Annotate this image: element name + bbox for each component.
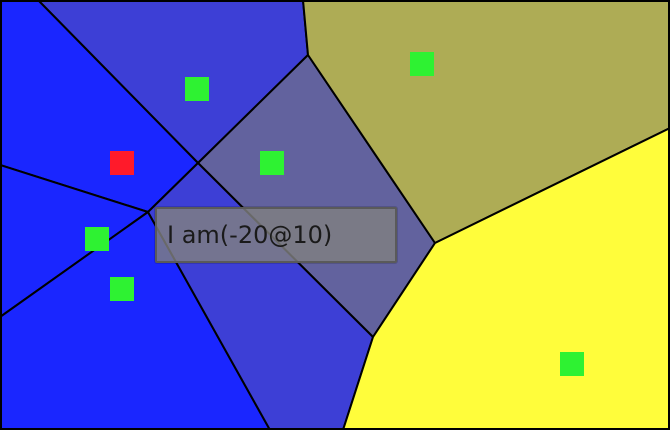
- site-left-lower[interactable]: [110, 277, 134, 301]
- site-left-middle[interactable]: [85, 227, 109, 251]
- region-yellow[interactable]: [342, 127, 670, 430]
- site-yellow[interactable]: [560, 352, 584, 376]
- site-tooltip: I am(-20@10): [155, 207, 397, 263]
- site-center[interactable]: [260, 151, 284, 175]
- site-top-blue[interactable]: [185, 77, 209, 101]
- site-olive[interactable]: [410, 52, 434, 76]
- sites-layer: [85, 52, 584, 376]
- site-red-selected[interactable]: [110, 151, 134, 175]
